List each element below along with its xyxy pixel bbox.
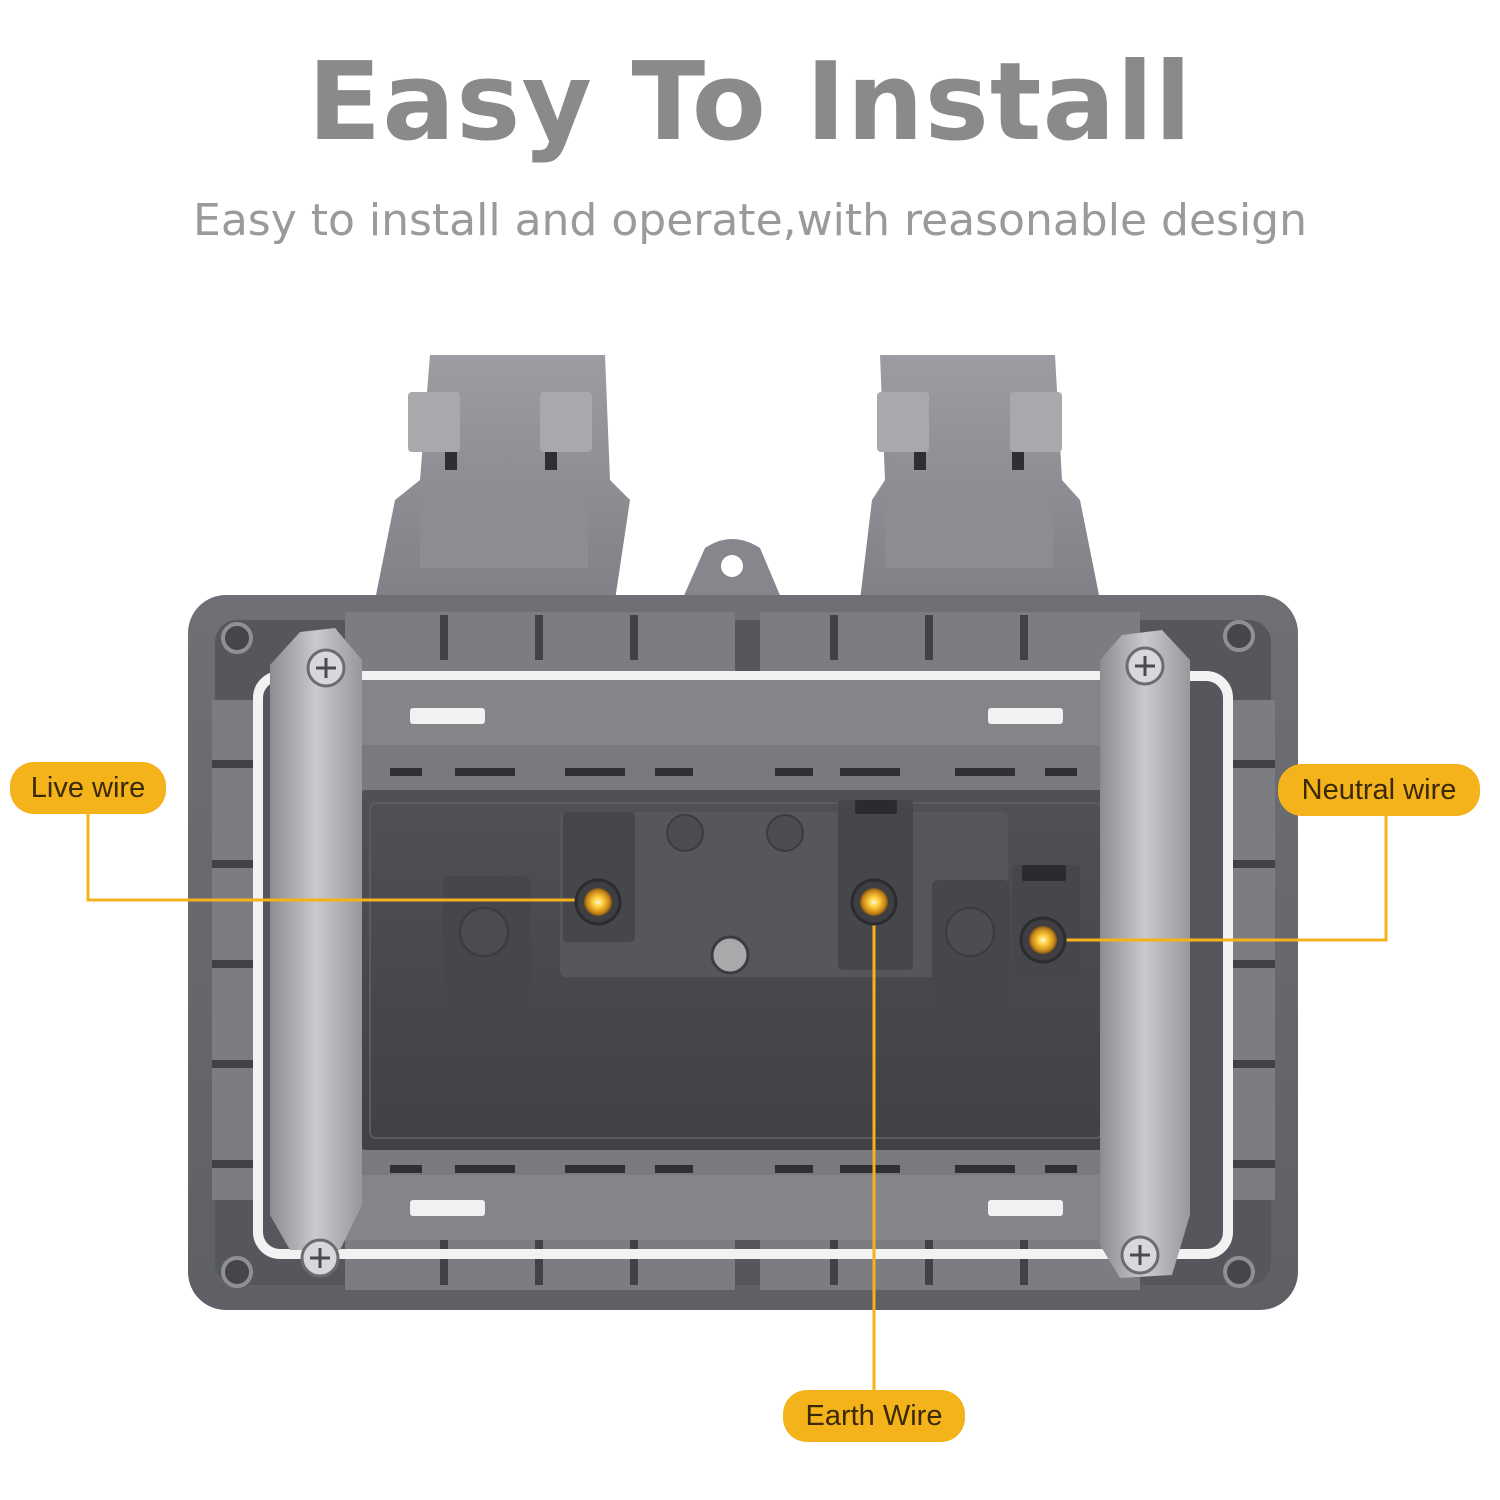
mounting-bracket-left (270, 628, 362, 1278)
page-title: Easy To Install (307, 40, 1193, 165)
callout-leader-lines (86, 812, 1388, 1390)
hanging-tab (682, 539, 782, 600)
cover-flap-left (375, 355, 630, 600)
mounting-holes (221, 620, 1255, 1288)
callout-live-wire: Live wire (10, 762, 166, 814)
terminal-earth (850, 878, 898, 926)
callout-neutral-wire: Neutral wire (1278, 764, 1480, 816)
gasket (253, 671, 1233, 1259)
center-screw (710, 935, 750, 975)
terminal-neutral (1019, 916, 1067, 964)
page-subtitle: Easy to install and operate,with reasona… (193, 195, 1307, 246)
mounting-bracket-right (1100, 630, 1190, 1278)
cover-flap-right (860, 355, 1100, 600)
terminal-live (574, 878, 622, 926)
callout-earth-wire: Earth Wire (783, 1390, 965, 1442)
